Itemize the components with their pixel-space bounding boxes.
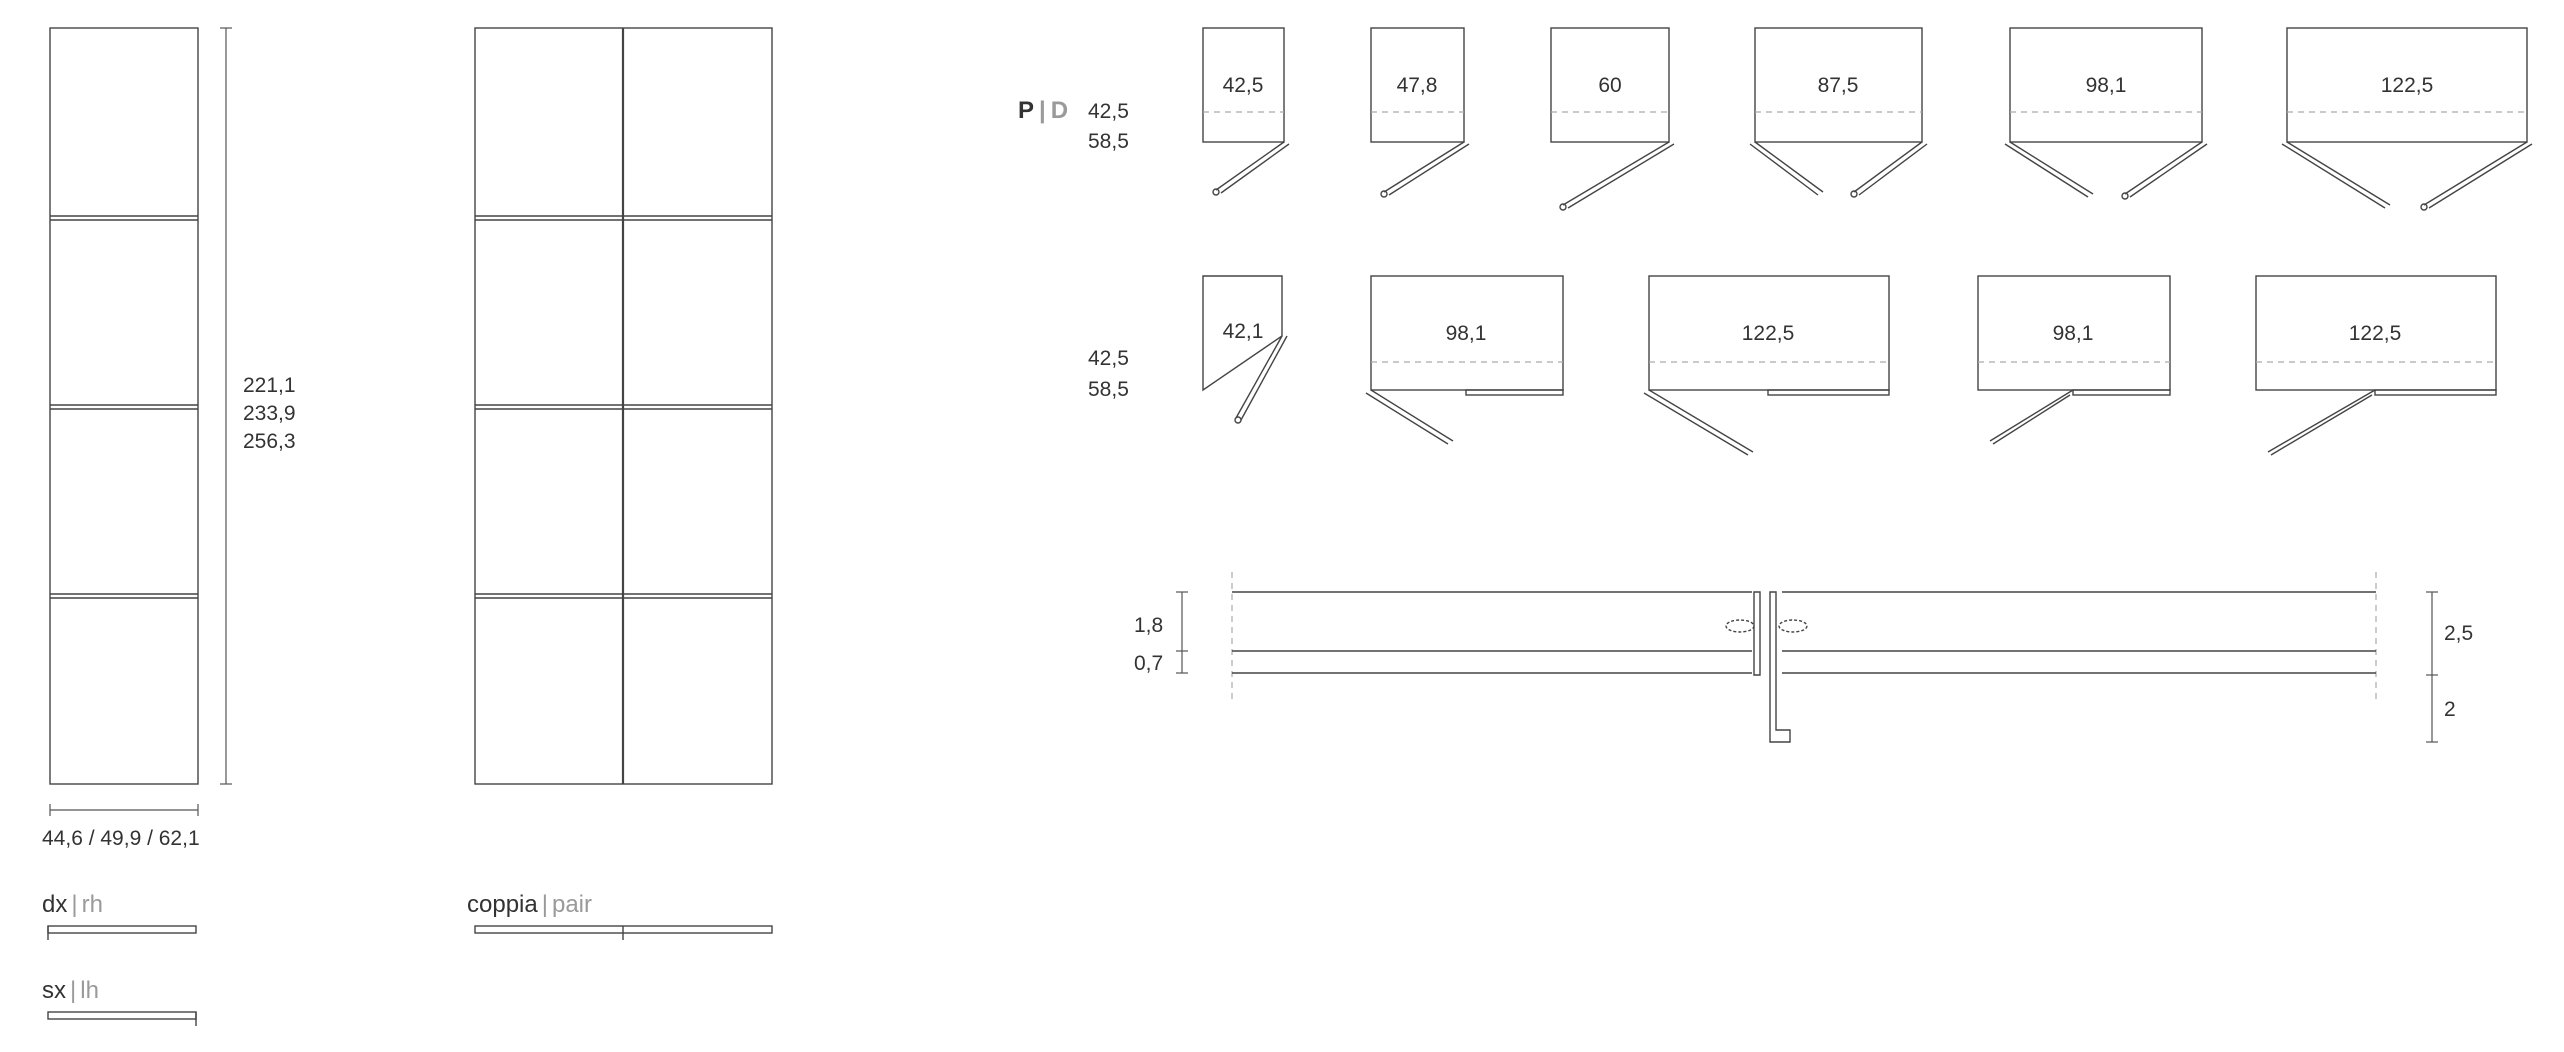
plan-width-label: 98,1	[2086, 74, 2127, 97]
plan-width-label: 42,5	[1223, 74, 1264, 97]
plan-width-label: 47,8	[1397, 74, 1438, 97]
left-dim-2: 0,7	[1134, 652, 1163, 675]
plan-width-label: 98,1	[1446, 322, 1487, 345]
height-value-1: 221,1	[243, 374, 296, 397]
plan-view-row1-3: 60	[1550, 27, 1675, 211]
left-hinge-label: sx|lh	[42, 977, 99, 1004]
code-label: P|D	[1018, 97, 1068, 124]
plan-view-row2-3: 122,5	[1643, 275, 1890, 456]
plan-view-row2-1: 42,1	[1202, 275, 1288, 424]
plan-row-2: 42,1 98,1 122,5 98,1	[1202, 275, 2497, 456]
plan-view-row1-6: 122,5	[2281, 27, 2533, 211]
row1-depth-1: 42,5	[1088, 100, 1129, 123]
section-detail: 1,8 0,7 2,5 2	[1134, 572, 2473, 743]
plan-width-label: 122,5	[2381, 74, 2434, 97]
right-hinge-legend: dx|rh	[42, 891, 197, 940]
height-dimension-line	[220, 27, 232, 785]
left-hinge-plan-symbol	[47, 1011, 197, 1020]
pair-door-elevation	[474, 27, 773, 785]
row2-depth-2: 58,5	[1088, 378, 1129, 401]
row1-depth-2: 58,5	[1088, 130, 1129, 153]
plan-view-row2-2: 98,1	[1365, 275, 1564, 445]
plan-width-label: 60	[1598, 74, 1621, 97]
plan-width-label: 42,1	[1223, 320, 1264, 343]
right-gasket	[1778, 619, 1808, 633]
row2-depth-1: 42,5	[1088, 347, 1129, 370]
height-value-2: 233,9	[243, 402, 296, 425]
left-gasket	[1725, 619, 1755, 633]
pair-door-dividers	[475, 215, 772, 599]
single-door-dividers	[50, 215, 198, 599]
width-dimension-line	[49, 804, 199, 816]
single-door-outline	[49, 27, 199, 785]
plan-width-label: 87,5	[1818, 74, 1859, 97]
pair-legend: coppia|pair	[467, 891, 773, 940]
pair-label: coppia|pair	[467, 891, 592, 918]
width-values: 44,6 / 49,9 / 62,1	[42, 827, 200, 850]
right-dim-2: 2	[2444, 698, 2456, 721]
single-door-elevation: 221,1 233,9 256,3 44,6 / 49,9 / 62,1	[42, 27, 296, 850]
plan-view-row1-4: 87,5	[1749, 27, 1928, 198]
left-profile	[1753, 591, 1761, 676]
right-dim-1: 2,5	[2444, 622, 2473, 645]
left-hinge-legend: sx|lh	[42, 977, 197, 1026]
plan-view-row1-5: 98,1	[2004, 27, 2208, 200]
plan-width-label: 122,5	[1742, 322, 1795, 345]
left-dim-1: 1,8	[1134, 614, 1163, 637]
plan-width-label: 122,5	[2349, 322, 2402, 345]
plan-view-row2-4: 98,1	[1977, 275, 2171, 445]
plan-view-row1-1: 42,5	[1202, 27, 1290, 196]
plan-view-row2-5: 122,5	[2255, 275, 2497, 456]
plan-row-1: 42,5 47,8 60 87,5	[1202, 27, 2533, 211]
plan-view-row1-2: 47,8	[1370, 27, 1470, 198]
right-hinge-plan-symbol	[47, 925, 197, 934]
right-profile	[1769, 591, 1791, 743]
right-hinge-label: dx|rh	[42, 891, 103, 918]
plan-width-label: 98,1	[2053, 322, 2094, 345]
height-value-3: 256,3	[243, 430, 296, 453]
